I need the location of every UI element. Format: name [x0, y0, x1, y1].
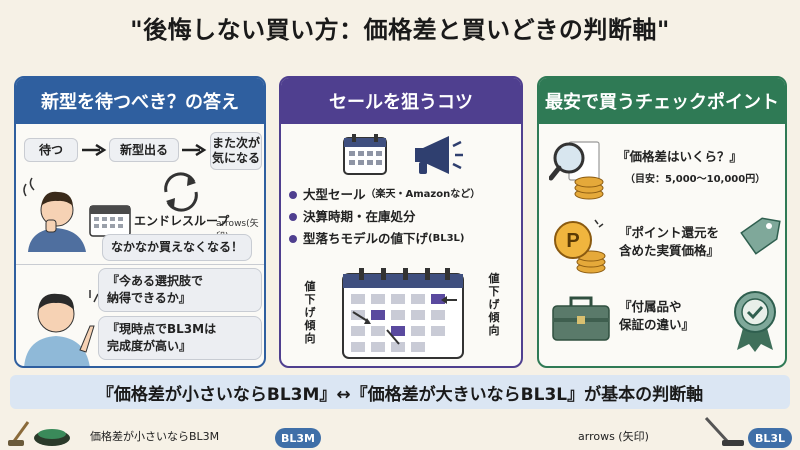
bullet-dot — [289, 213, 297, 221]
magnifier-coins-icon — [549, 141, 604, 200]
right-trend-label: 値 下 げ 傾 向 — [488, 272, 500, 337]
bullet3-text: 型落ちモデルの値下げ — [303, 231, 429, 246]
flow-new-chip: 新型出る — [109, 138, 179, 162]
megaphone-icon — [415, 136, 463, 174]
bottom-banner: 『価格差が小さいならBL3M』↔『価格差が大きいならBL3L』が基本の判断軸 — [10, 375, 790, 409]
pointing-person-icon — [24, 290, 104, 366]
warranty-badge-icon — [734, 291, 776, 352]
panel-wait-or-not: 新型を待つべき？の答え 待つ 新型出る また次が 気になる エンドレスループ a… — [14, 76, 266, 368]
arrow-right-icon — [182, 144, 207, 156]
bl3l-pill: BL3L — [748, 428, 792, 448]
list-item: 大型セール（楽天・Amazonなど） — [289, 184, 480, 206]
bullet2-text: 決算時期・在庫処分 — [303, 209, 416, 224]
toolbox-icon — [552, 296, 610, 341]
panel3-heading: 最安で買うチェックポイント — [539, 78, 785, 124]
point-coin-icon: P — [554, 219, 606, 274]
price-trend-calendar-icon — [342, 268, 464, 359]
calendar-icon — [89, 205, 131, 237]
bullet-dot — [289, 191, 297, 199]
left-trend-label: 値 下 げ 傾 向 — [304, 280, 316, 345]
robot-vacuum-icon — [8, 421, 70, 446]
item2-text: 『ポイント還元を 含めた実質価格』 — [619, 225, 720, 258]
bl3m-pill: BL3M — [275, 428, 321, 448]
stick-vacuum-icon — [704, 416, 744, 446]
arrow-right-icon — [82, 144, 107, 156]
sale-tips-list: 大型セール（楽天・Amazonなど） 決算時期・在庫処分 型落ちモデルの値下げ(… — [289, 184, 480, 250]
panel-sale-tips: セールを狙うコツ 大型セール（楽天・Amazonなど） 決算時期・在庫処分 型落… — [279, 76, 523, 368]
panel-cheapest-checkpoints: 最安で買うチェックポイント 『価格差はいくら？』 （目安：5,000〜10,00… — [537, 76, 787, 368]
bullet-dot — [289, 235, 297, 243]
quote2-bubble: 『現時点でBL3Mは 完成度が高い』 — [98, 316, 262, 360]
bullet1-text: 大型セール — [303, 187, 366, 202]
cant-buy-bubble: なかなか買えなくなる！ — [102, 234, 253, 261]
calendar-icon — [343, 134, 387, 175]
flow-wait-chip: 待つ — [24, 138, 78, 162]
footer-left-caption: 価格差が小さいならBL3M — [90, 430, 220, 443]
footer-arrows-caption: arrows (矢印) — [578, 430, 649, 443]
panel2-heading: セールを狙うコツ — [281, 78, 521, 124]
divider — [16, 264, 264, 265]
list-item: 決算時期・在庫処分 — [289, 206, 480, 228]
panel1-heading: 新型を待つべき？の答え — [16, 78, 264, 124]
list-item: 型落ちモデルの値下げ(BL3L) — [289, 228, 480, 250]
flow-next-chip: また次が 気になる — [210, 132, 262, 170]
bullet3-sub: (BL3L) — [428, 233, 465, 244]
price-tag-icon — [740, 217, 781, 255]
item1-text: 『価格差はいくら？』 — [617, 149, 743, 164]
page-title: "後悔しない買い方：価格差と買いどきの判断軸" — [130, 16, 670, 44]
quote1-bubble: 『今ある選択肢で 納得できるか』 — [98, 268, 262, 312]
worried-person-icon — [23, 177, 86, 252]
bullet1-sub: （楽天・Amazonなど） — [365, 189, 481, 200]
endless-loop-label: エンドレスループ — [134, 214, 230, 228]
svg-text:P: P — [566, 230, 579, 252]
item3-text: 『付属品や 保証の違い』 — [619, 299, 695, 332]
item1-sub: （目安：5,000〜10,000円） — [625, 174, 766, 185]
loop-arrows-icon — [164, 172, 198, 212]
